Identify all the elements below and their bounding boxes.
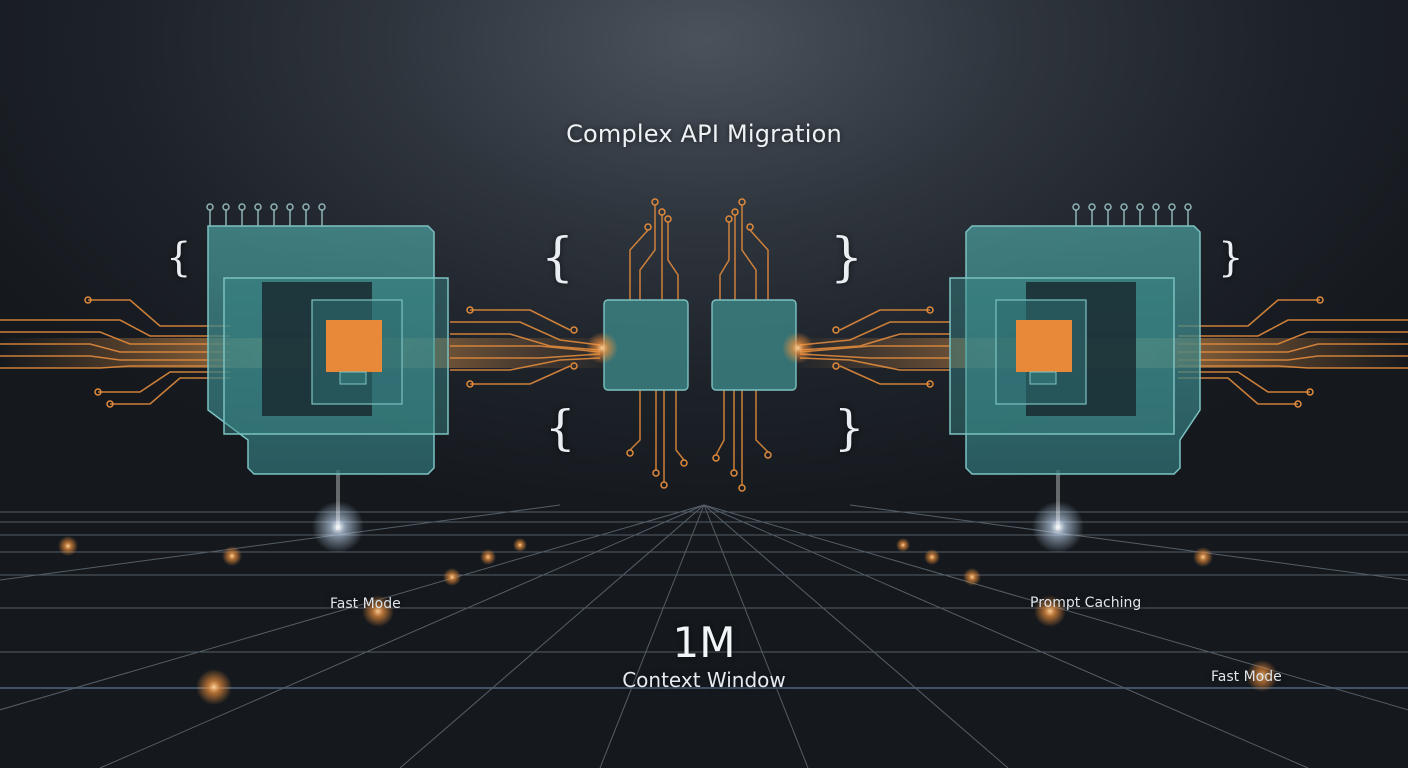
brace-open-center-top: {: [541, 228, 575, 288]
context-window-label: Context Window: [622, 668, 786, 692]
center-vertical-nodes: [626, 198, 772, 492]
brace-close-right-outer: }: [1218, 235, 1244, 281]
page-title: Complex API Migration: [566, 120, 842, 148]
center-right-chip: [711, 299, 814, 391]
floor-grid: [0, 504, 1408, 768]
prompt-caching-label: Prompt Caching: [1030, 595, 1142, 611]
floor-light-dots: [58, 470, 1278, 705]
brace-open-center-bottom: {: [545, 400, 576, 456]
left-circuit-nodes: [84, 296, 578, 408]
fast-mode-label-right: Fast Mode: [1211, 669, 1282, 685]
fast-mode-label-left: Fast Mode: [330, 596, 401, 612]
brace-open-left-outer: {: [166, 235, 192, 281]
left-chip: [206, 203, 449, 475]
brace-close-center-top: }: [830, 228, 864, 288]
brace-close-center-bottom: }: [834, 400, 865, 456]
right-circuit-traces: [799, 299, 1408, 405]
right-chip: [949, 203, 1201, 475]
context-window-value: 1M: [672, 618, 736, 667]
right-circuit-nodes: [832, 296, 1324, 408]
center-vertical-traces: [629, 205, 769, 485]
left-circuit-traces: [0, 299, 601, 405]
center-left-chip: [586, 299, 689, 391]
